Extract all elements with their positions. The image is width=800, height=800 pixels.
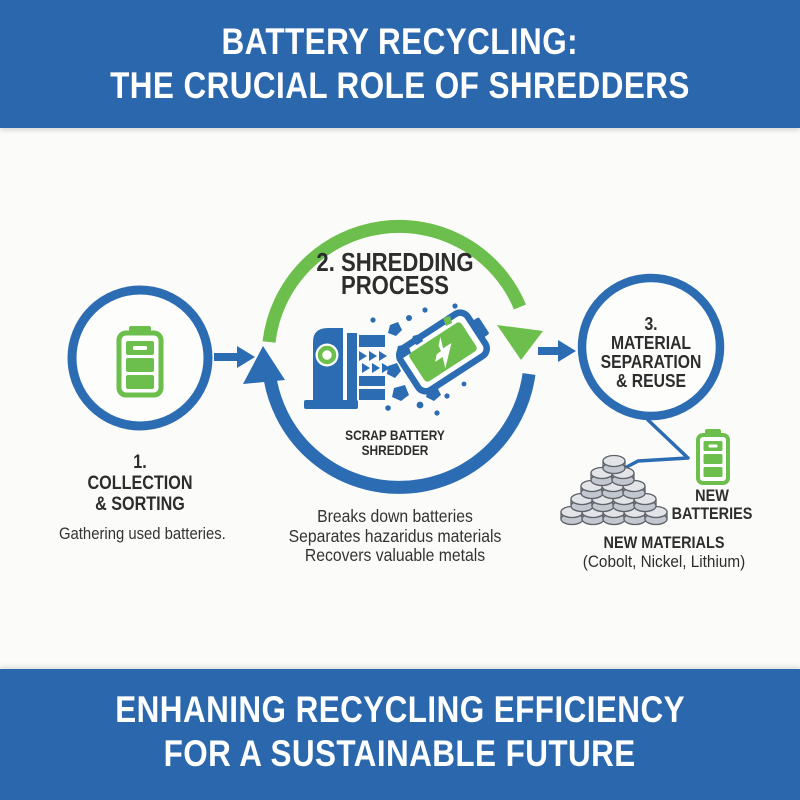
shredder-icon — [304, 328, 390, 409]
shredded-battery-icon — [396, 309, 490, 395]
shredder-machine-label: SCRAP BATTERY SHREDDER — [315, 428, 475, 458]
step2-bullet: Separates hazaridus materials — [288, 525, 502, 546]
footer-line2: FOR A SUSTAINABLE FUTURE — [163, 732, 637, 774]
new-materials-title: NEW MATERIALS — [603, 533, 725, 552]
step2-bullet: Breaks down batteries — [317, 506, 473, 526]
step2-title-line2: PROCESS — [340, 270, 450, 300]
step1-label: 1. COLLECTION & SORTING Gathering used b… — [50, 452, 230, 545]
step1-number: 1. — [133, 452, 147, 473]
green-arc — [262, 219, 526, 343]
header-banner: BATTERY RECYCLING: THE CRUCIAL ROLE OF S… — [0, 0, 800, 128]
step1-title-line2: & SORTING — [95, 494, 185, 515]
step3-title-line2: SEPARATION — [600, 351, 702, 372]
green-arrowhead-icon — [497, 325, 543, 360]
new-materials-detail: (Cobolt, Nickel, Lithium) — [582, 551, 746, 571]
new-batteries-label: NEW BATTERIES — [660, 487, 764, 522]
step1-title-line1: COLLECTION — [87, 473, 193, 494]
footer-banner: ENHANING RECYCLING EFFICIENCY FOR A SUST… — [0, 669, 800, 800]
header-title-line1: BATTERY RECYCLING: — [221, 21, 579, 62]
step3-title-line1: MATERIAL — [610, 332, 692, 353]
new-batteries-line1: NEW — [695, 486, 729, 505]
new-batteries-line2: BATTERIES — [671, 503, 753, 523]
step1-caption: Gathering used batteries. — [59, 525, 226, 543]
machine-label-line2: SHREDDER — [361, 442, 429, 458]
connector-line — [621, 418, 690, 471]
shredder-teeth — [359, 351, 390, 373]
arrow-right-icon — [214, 346, 255, 368]
step2-title: 2. SHREDDING PROCESS — [295, 247, 495, 300]
step3-title-line3: & REUSE — [616, 370, 686, 391]
step2-bullets: Breaks down batteries Separates hazaridu… — [265, 506, 525, 566]
recycle-loop-arrows — [243, 219, 543, 494]
new-materials-label: NEW MATERIALS (Cobolt, Nickel, Lithium) — [562, 533, 766, 571]
new-battery-icon — [696, 429, 730, 485]
header-title-line2: THE CRUCIAL ROLE OF SHREDDERS — [110, 65, 690, 106]
machine-label-line1: SCRAP BATTERY — [345, 427, 445, 443]
coin-pile-icon — [560, 454, 668, 526]
step3-label: 3. MATERIAL SEPARATION & REUSE — [576, 314, 726, 390]
battery-icon — [116, 326, 164, 398]
blue-arc — [262, 370, 536, 494]
debris-particles — [370, 303, 467, 416]
step2-bullet: Recovers valuable metals — [304, 545, 486, 565]
arrow-right-icon — [538, 340, 576, 362]
step2-title-line1: 2. SHREDDING — [316, 247, 474, 277]
step3-number: 3. — [644, 313, 658, 334]
step3-circle — [577, 273, 725, 421]
blue-arrowhead-icon — [243, 346, 285, 384]
footer-line1: ENHANING RECYCLING EFFICIENCY — [115, 688, 685, 730]
